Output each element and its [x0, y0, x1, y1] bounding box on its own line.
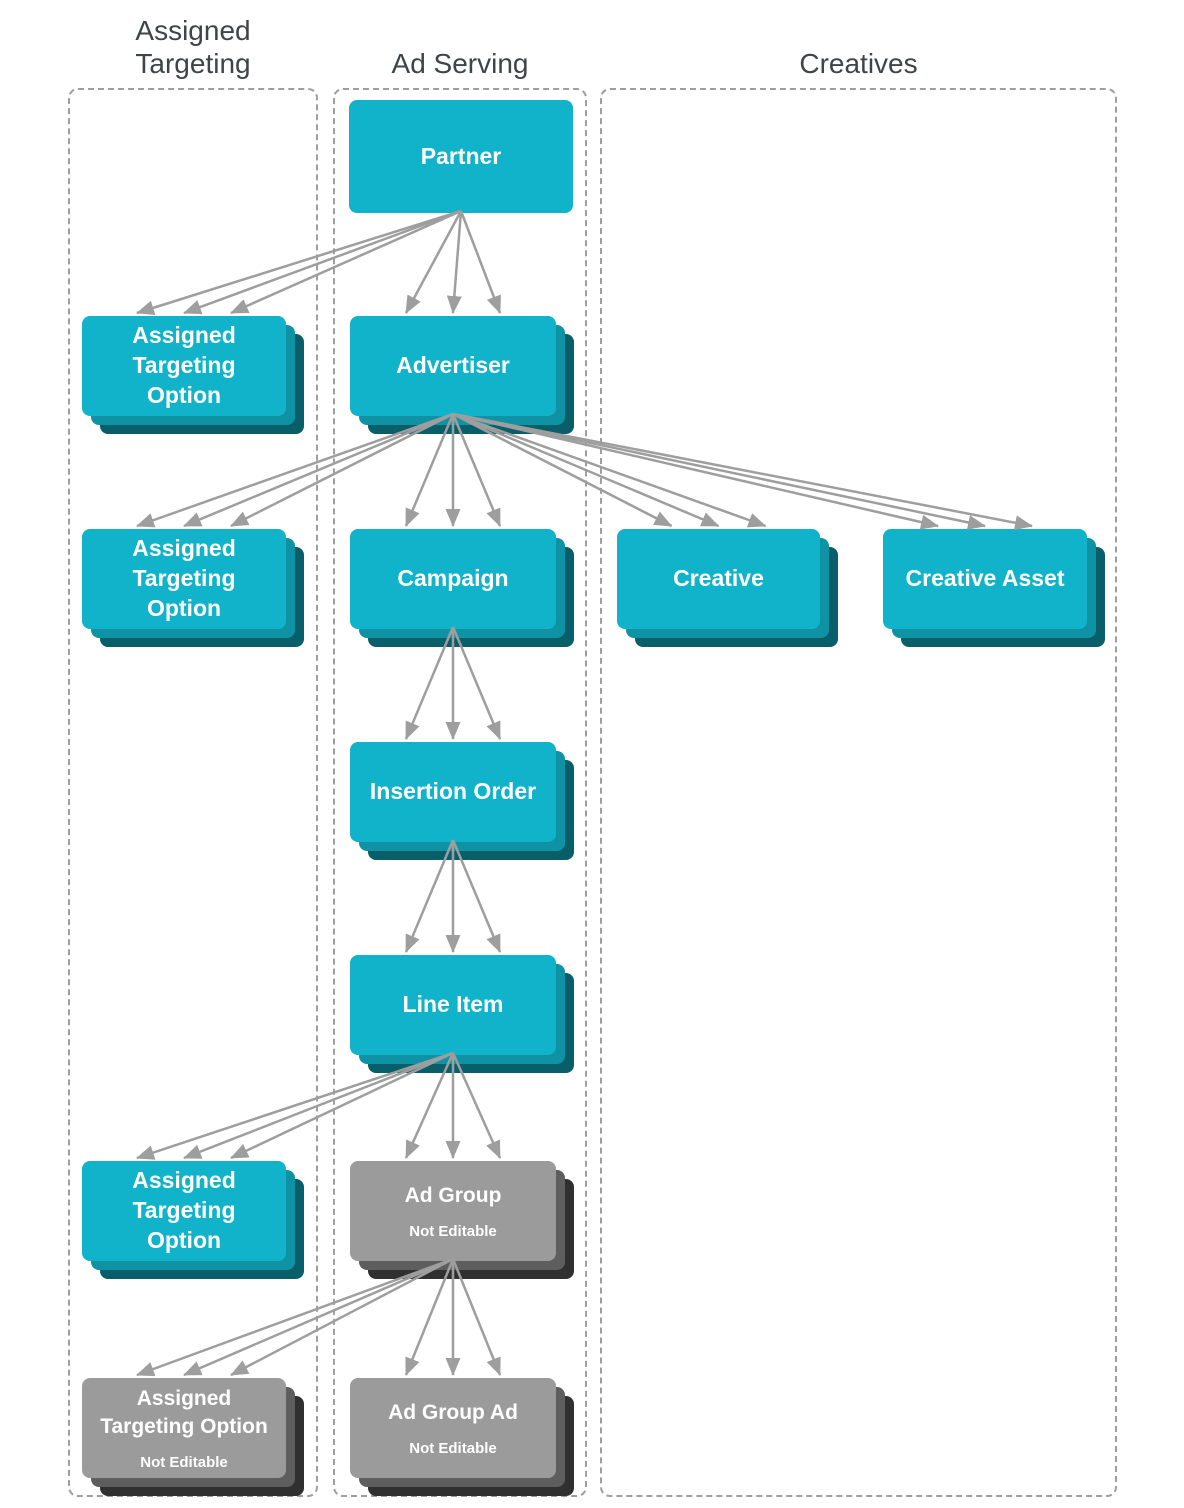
node-label: Assigned Targeting Option	[132, 322, 236, 408]
node-label: Creative Asset	[905, 565, 1065, 592]
node-sublabel: Not Editable	[409, 1440, 497, 1458]
node-ato-advertiser: Assigned Targeting Option	[82, 529, 286, 629]
node-label: Ad Group Ad	[388, 1400, 518, 1424]
node-label: Assigned Targeting Option	[100, 1387, 268, 1438]
node-label: Assigned Targeting Option	[132, 1167, 236, 1253]
column-creatives	[600, 88, 1117, 1497]
node-label: Creative	[673, 565, 764, 592]
node-partner: Partner	[349, 100, 573, 213]
column-header-label: Ad Serving	[391, 47, 529, 79]
node-sublabel: Not Editable	[140, 1453, 228, 1471]
column-assigned-targeting	[68, 88, 318, 1497]
node-label: Line Item	[402, 991, 504, 1018]
column-header-label: Assigned Targeting	[135, 14, 251, 79]
column-header-label: Creatives	[799, 47, 918, 79]
node-line-item: Line Item	[350, 955, 556, 1055]
node-creative-asset: Creative Asset	[883, 529, 1087, 629]
node-label: Advertiser	[396, 352, 510, 379]
node-ato-partner: Assigned Targeting Option	[82, 316, 286, 416]
node-advertiser: Advertiser	[350, 316, 556, 416]
node-creative: Creative	[617, 529, 820, 629]
node-sublabel: Not Editable	[409, 1223, 497, 1241]
column-header-creatives: Creatives	[600, 4, 1117, 80]
node-ato-line-item: Assigned Targeting Option	[82, 1161, 286, 1261]
node-campaign: Campaign	[350, 529, 556, 629]
node-label: Ad Group	[404, 1183, 502, 1207]
node-label: Insertion Order	[369, 778, 537, 805]
column-header-ad-serving: Ad Serving	[333, 4, 587, 80]
node-label: Partner	[420, 142, 502, 169]
node-label: Assigned Targeting Option	[132, 535, 236, 621]
node-insertion-order: Insertion Order	[350, 742, 556, 842]
node-label: Campaign	[397, 565, 509, 592]
column-header-assigned-targeting: Assigned Targeting	[68, 4, 318, 80]
column-ad-serving	[333, 88, 587, 1497]
node-ad-group-ad: Ad Group Ad Not Editable	[350, 1378, 556, 1478]
